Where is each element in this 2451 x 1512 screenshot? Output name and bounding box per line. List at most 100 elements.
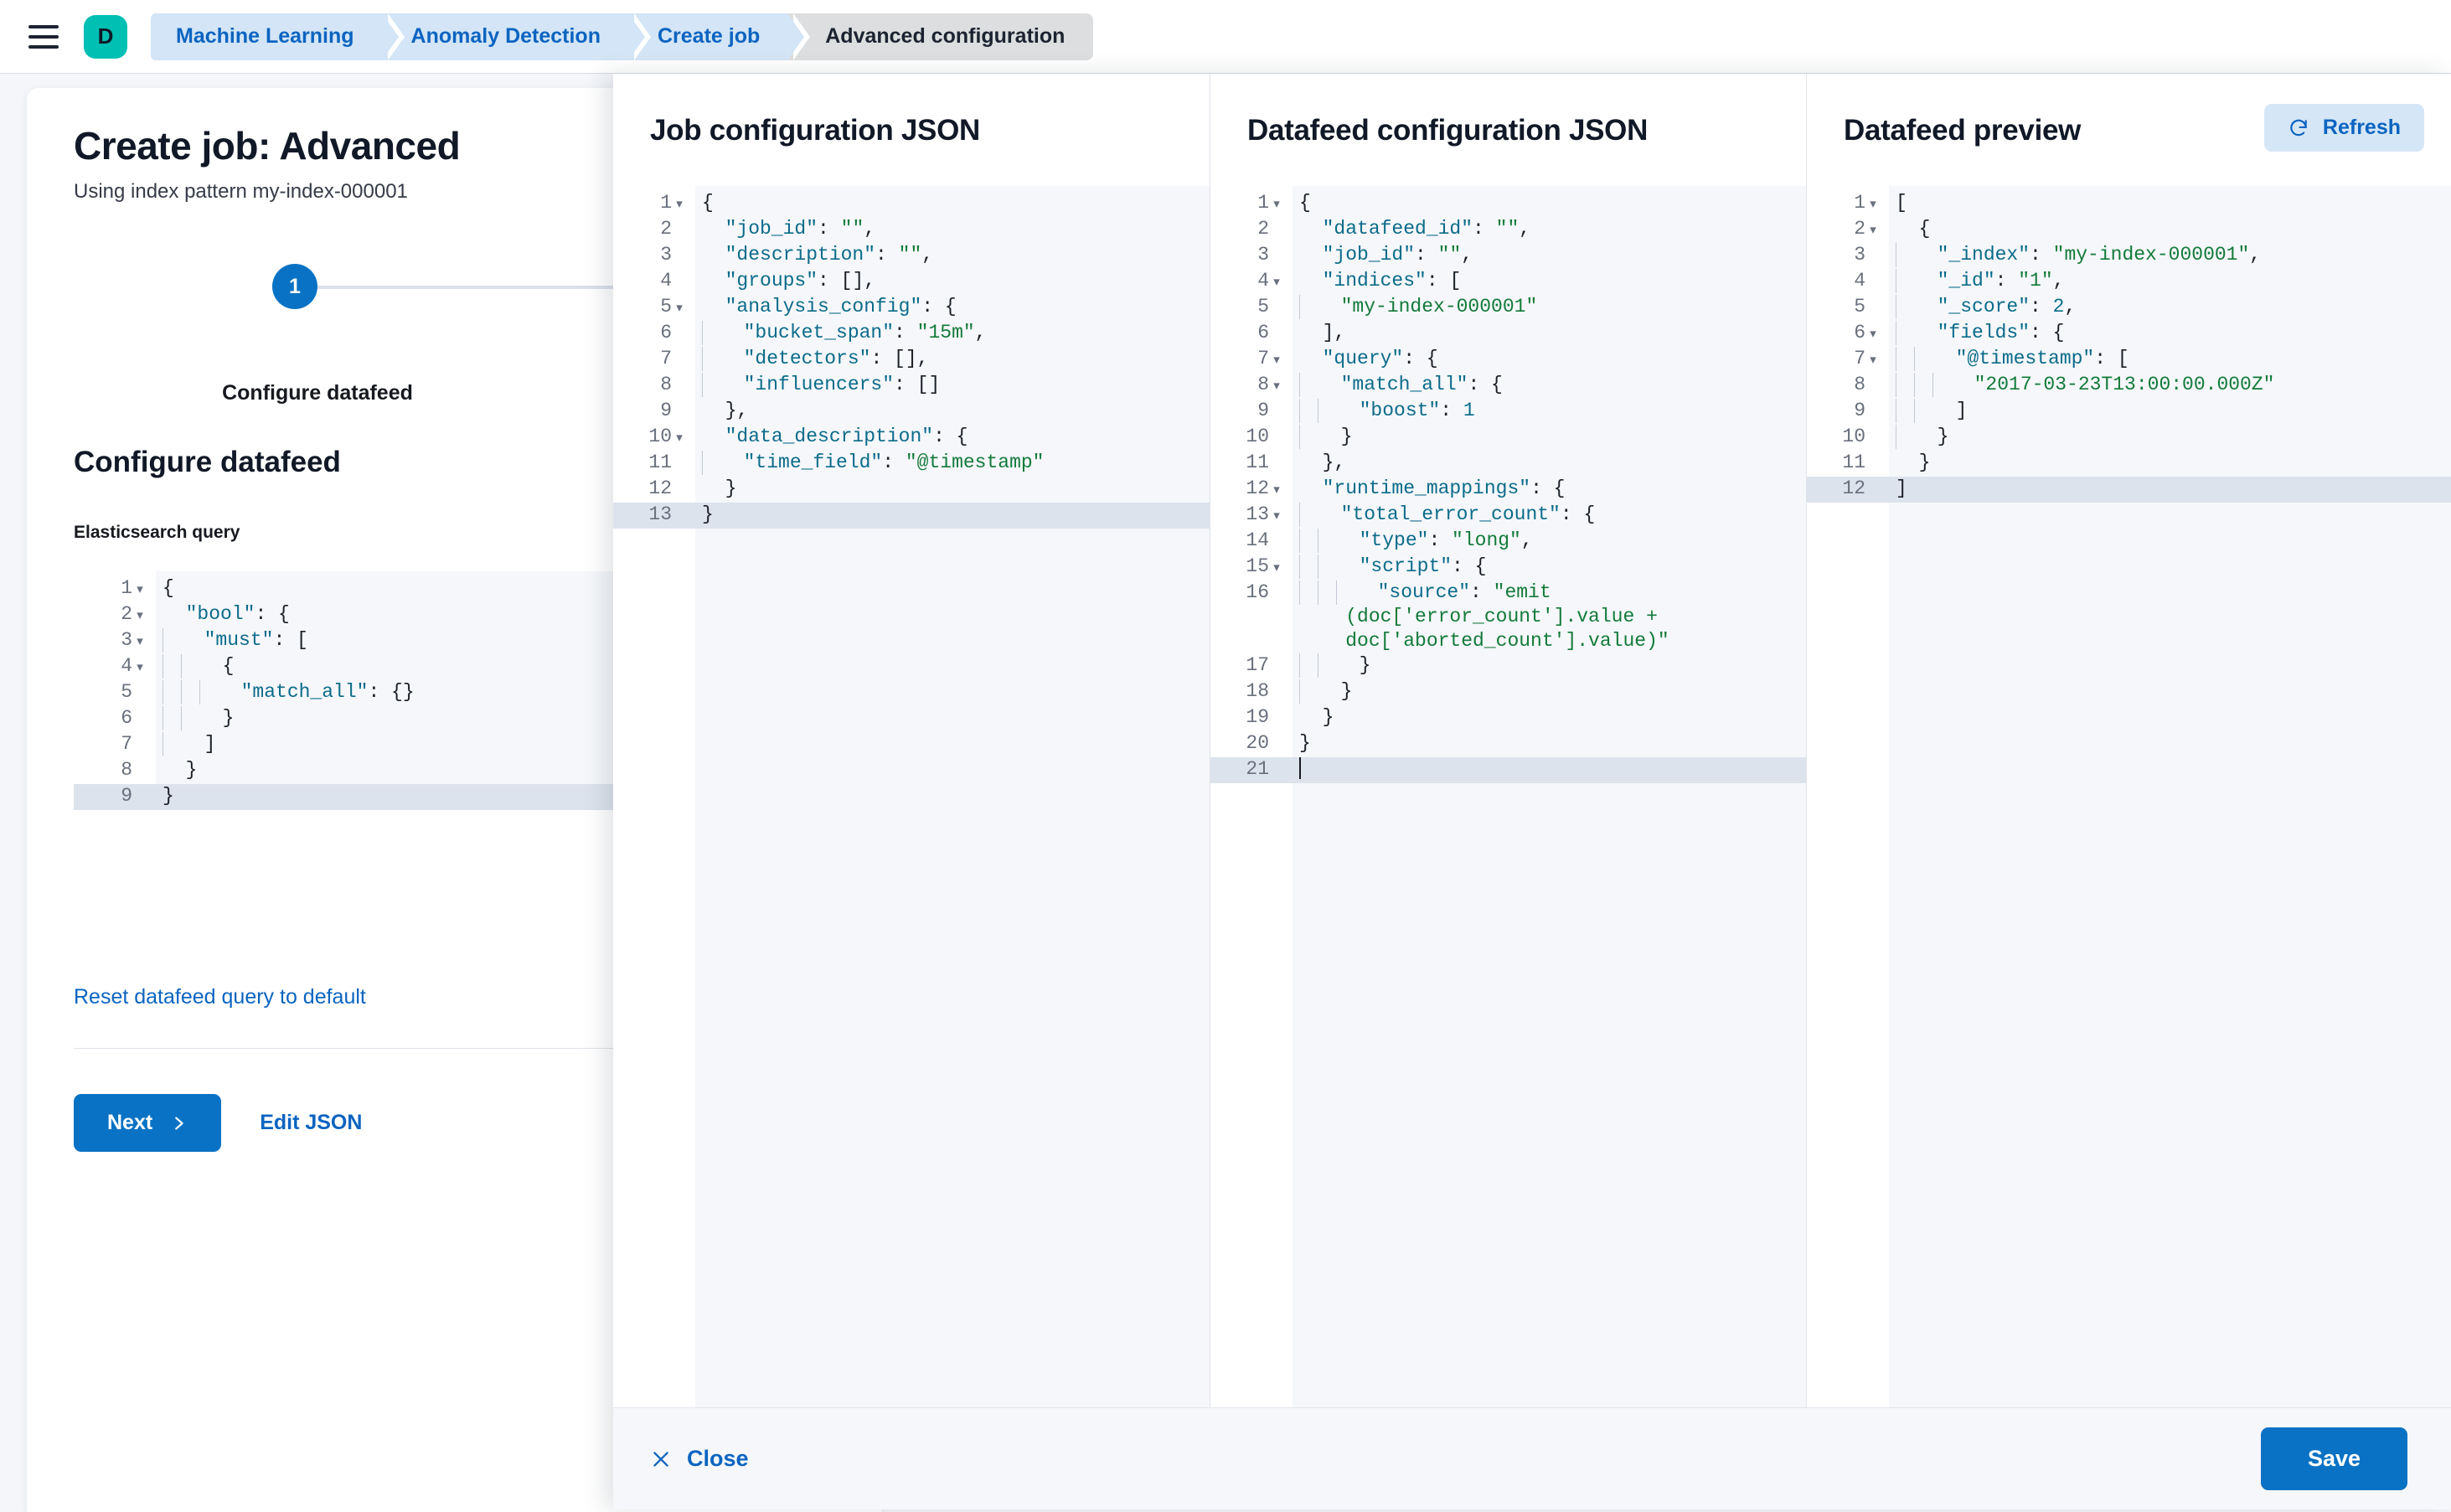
fold-toggle-icon[interactable]: ▾: [137, 635, 143, 649]
code-line[interactable]: 5▾ "_score": 2,: [1807, 295, 2451, 321]
fold-toggle-icon[interactable]: ▾: [1870, 353, 1876, 368]
code-line[interactable]: 5▾ "my-index-000001": [1210, 295, 1806, 321]
fold-toggle-icon[interactable]: ▾: [676, 302, 683, 316]
code-line[interactable]: 9▾ "boost": 1: [1210, 399, 1806, 425]
code-line[interactable]: 7▾ "query": {: [1210, 347, 1806, 373]
code-line[interactable]: 7▾ "@timestamp": [: [1807, 347, 2451, 373]
code-line[interactable]: 10▾ }: [1807, 425, 2451, 451]
fold-toggle-icon[interactable]: ▾: [1273, 379, 1280, 394]
code-line[interactable]: 13▾ "total_error_count": {: [1210, 503, 1806, 529]
refresh-button[interactable]: Refresh: [2263, 104, 2424, 152]
fold-toggle-icon[interactable]: ▾: [1870, 198, 1876, 212]
fold-toggle-icon[interactable]: ▾: [1273, 198, 1280, 212]
code-line[interactable]: 8▾ }: [74, 758, 836, 784]
code-line[interactable]: 12▾]: [1807, 477, 2451, 503]
fold-toggle-icon[interactable]: ▾: [1870, 328, 1876, 342]
code-line[interactable]: 1▾{: [1210, 191, 1806, 217]
line-number: 6▾: [1807, 321, 1889, 347]
code-line[interactable]: 11▾ "time_field": "@timestamp": [613, 451, 1210, 477]
code-line[interactable]: 21▾: [1210, 757, 1806, 783]
code-line[interactable]: 6▾ "fields": {: [1807, 321, 2451, 347]
fold-toggle-icon[interactable]: ▾: [1273, 276, 1280, 290]
code-editor[interactable]: 1▾{2▾ "datafeed_id": "",3▾ "job_id": "",…: [1210, 186, 1806, 1407]
code-line[interactable]: 3▾ "_index": "my-index-000001",: [1807, 243, 2451, 269]
reset-datafeed-query-link[interactable]: Reset datafeed query to default: [74, 985, 366, 1009]
code-line[interactable]: 12▾ }: [613, 477, 1210, 503]
code-editor[interactable]: 1▾{2▾ "job_id": "",3▾ "description": "",…: [613, 186, 1210, 1407]
close-button[interactable]: Close: [650, 1446, 749, 1472]
code-token: [1318, 503, 1341, 525]
stepper-progress-line: [317, 286, 881, 289]
stepper-step-1[interactable]: 1: [272, 264, 317, 309]
code-line[interactable]: 2▾ "bool": {: [74, 602, 836, 628]
code-line[interactable]: 5▾ "analysis_config": {: [613, 295, 1210, 321]
fold-toggle-icon[interactable]: ▾: [1870, 224, 1876, 238]
indent-guide: [181, 706, 199, 730]
save-button[interactable]: Save: [2260, 1427, 2407, 1490]
code-line[interactable]: 8▾ "influencers": []: [613, 373, 1210, 399]
code-line[interactable]: 12▾ "runtime_mappings": {: [1210, 477, 1806, 503]
code-line[interactable]: 1▾{: [74, 576, 836, 602]
code-line[interactable]: 11▾ },: [1210, 451, 1806, 477]
code-line[interactable]: 10▾ "data_description": {: [613, 425, 1210, 451]
code-line[interactable]: 16▾ "source": "emit (doc['error_count'].…: [1210, 581, 1806, 653]
code-line[interactable]: 2▾ "job_id": "",: [613, 217, 1210, 243]
breadcrumb-item-4[interactable]: Advanced configuration: [788, 13, 1094, 60]
line-number: 4▾: [1807, 269, 1889, 295]
code-line[interactable]: 2▾ {: [1807, 217, 2451, 243]
code-line[interactable]: 4▾ "_id": "1",: [1807, 269, 2451, 295]
hamburger-menu-icon[interactable]: [28, 20, 65, 54]
code-line[interactable]: 3▾ "job_id": "",: [1210, 243, 1806, 269]
next-button[interactable]: Next: [74, 1094, 222, 1152]
edit-json-button[interactable]: Edit JSON: [260, 1111, 363, 1134]
code-editor[interactable]: 1▾[2▾ {3▾ "_index": "my-index-000001",4▾…: [1807, 186, 2451, 1407]
code-token: [1299, 477, 1323, 499]
code-line[interactable]: 3▾ "must": [: [74, 628, 836, 654]
code-line[interactable]: 17▾ }: [1210, 653, 1806, 679]
code-line[interactable]: 4▾ {: [74, 654, 836, 680]
code-line[interactable]: 1▾[: [1807, 191, 2451, 217]
code-line[interactable]: 15▾ "script": {: [1210, 555, 1806, 581]
breadcrumb-item-1[interactable]: Machine Learning: [151, 13, 405, 60]
code-line[interactable]: 6▾ ],: [1210, 321, 1806, 347]
fold-toggle-icon[interactable]: ▾: [1273, 509, 1280, 524]
fold-toggle-icon[interactable]: ▾: [676, 431, 683, 446]
fold-toggle-icon[interactable]: ▾: [137, 609, 143, 623]
code-line[interactable]: 7▾ ]: [74, 732, 836, 758]
fold-toggle-icon[interactable]: ▾: [1273, 353, 1280, 368]
fold-toggle-icon[interactable]: ▾: [1273, 483, 1280, 498]
code-line[interactable]: 5▾ "match_all": {}: [74, 680, 836, 706]
code-line[interactable]: 9▾}: [74, 784, 836, 810]
breadcrumb-item-2[interactable]: Anomaly Detection: [382, 13, 651, 60]
fold-toggle-icon[interactable]: ▾: [137, 583, 143, 597]
brand-logo-badge[interactable]: D: [84, 14, 127, 59]
code-line[interactable]: 3▾ "description": "",: [613, 243, 1210, 269]
code-line[interactable]: 14▾ "type": "long",: [1210, 529, 1806, 555]
code-line[interactable]: 8▾ "2017-03-23T13:00:00.000Z": [1807, 373, 2451, 399]
line-number: 14▾: [1210, 529, 1293, 555]
code-line[interactable]: 2▾ "datafeed_id": "",: [1210, 217, 1806, 243]
code-line[interactable]: 9▾ },: [613, 399, 1210, 425]
line-content: ],: [1293, 321, 1806, 347]
code-line[interactable]: 13▾}: [613, 503, 1210, 529]
code-line[interactable]: 6▾ }: [74, 706, 836, 732]
fold-toggle-icon[interactable]: ▾: [676, 198, 683, 212]
code-line[interactable]: 10▾ }: [1210, 425, 1806, 451]
fold-toggle-icon[interactable]: ▾: [137, 661, 143, 675]
code-line[interactable]: 18▾ }: [1210, 679, 1806, 705]
code-line[interactable]: 1▾{: [613, 191, 1210, 217]
code-line[interactable]: 7▾ "detectors": [],: [613, 347, 1210, 373]
fold-toggle-icon[interactable]: ▾: [1273, 561, 1280, 575]
code-token: "runtime_mappings": [1322, 477, 1531, 499]
code-line[interactable]: 11▾ }: [1807, 451, 2451, 477]
code-line[interactable]: 4▾ "groups": [],: [613, 269, 1210, 295]
code-line[interactable]: 4▾ "indices": [: [1210, 269, 1806, 295]
code-line[interactable]: 8▾ "match_all": {: [1210, 373, 1806, 399]
code-line[interactable]: 19▾ }: [1210, 705, 1806, 731]
code-token: }: [163, 759, 198, 781]
code-line[interactable]: 6▾ "bucket_span": "15m",: [613, 321, 1210, 347]
code-token: "": [840, 218, 864, 240]
breadcrumb-item-3[interactable]: Create job: [628, 13, 811, 60]
code-line[interactable]: 20▾}: [1210, 731, 1806, 757]
code-line[interactable]: 9▾ ]: [1807, 399, 2451, 425]
